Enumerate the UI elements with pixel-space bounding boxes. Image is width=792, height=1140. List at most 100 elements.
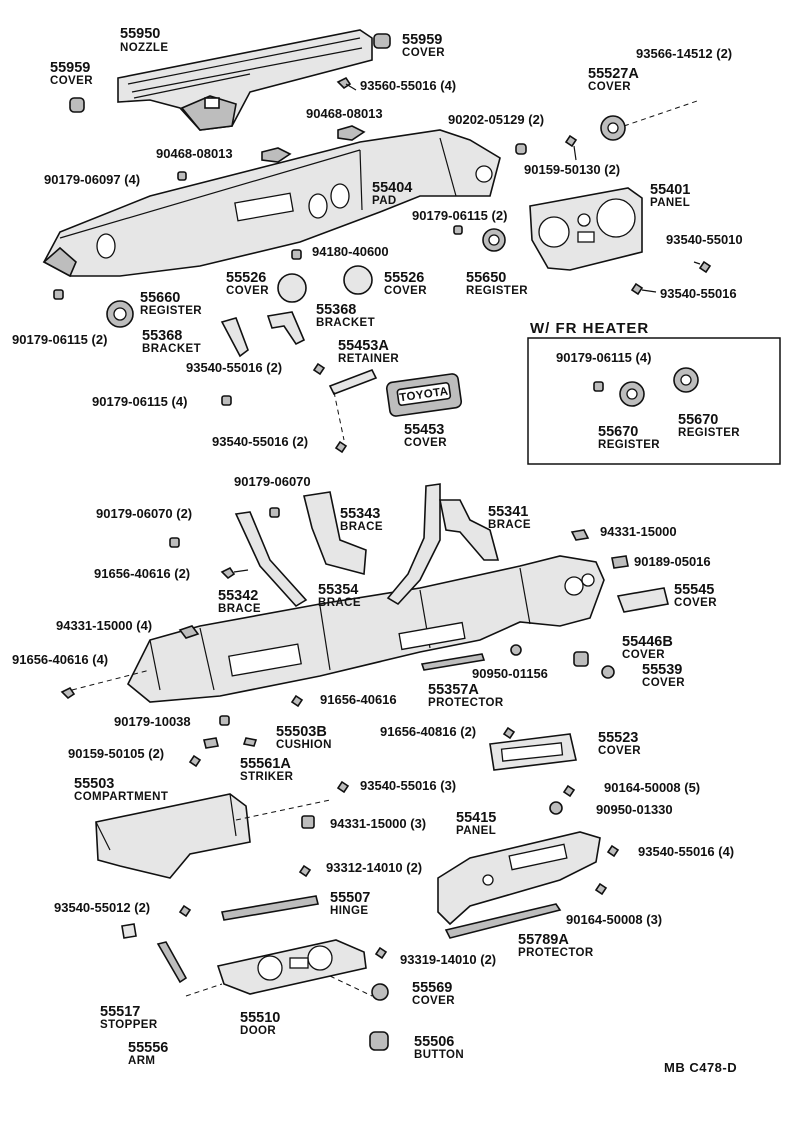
label-90164-50008-a: 90164-50008 (5) [604, 780, 700, 795]
label-55368-left: 55368 BRACKET [142, 328, 201, 355]
label-55342-pn: 55342 [218, 588, 258, 604]
brace-55342 [234, 511, 308, 608]
label-90202: 90202-05129 (2) [448, 112, 544, 127]
label-55670b-name: REGISTER [678, 427, 740, 439]
screw-90164-50008-a [562, 784, 576, 798]
label-55527A: 55527A COVER [588, 66, 639, 93]
label-55503: 55503 COMPARTMENT [74, 776, 168, 803]
label-55446B: 55446B COVER [622, 634, 673, 661]
cover-55569-part [371, 983, 389, 1001]
label-90179-06115-c: 90179-06115 (4) [92, 394, 187, 409]
label-55561A-name: STRIKER [240, 771, 294, 783]
label-55526b-pn: 55526 [384, 270, 424, 286]
cover-55527A-part [600, 115, 626, 141]
label-55526b-name: COVER [384, 285, 427, 297]
label-55569-name: COVER [412, 995, 455, 1007]
bolt-91656-a [220, 566, 249, 580]
screw-90159-50105 [188, 754, 202, 768]
label-55556-pn: 55556 [128, 1040, 168, 1056]
brace-55343 [303, 491, 367, 576]
label-55415-pn: 55415 [456, 810, 496, 826]
label-93540-55016-a: 93540-55016 [660, 286, 737, 301]
bolt-91656-c [290, 694, 304, 708]
fr-heater-title: W/ FR HEATER [530, 320, 649, 337]
label-55507: 55507 HINGE [330, 890, 370, 917]
button-55506-part [369, 1031, 389, 1051]
label-55446B-pn: 55446B [622, 634, 673, 650]
clip-90179-10038 [219, 715, 230, 726]
label-55569: 55569 COVER [412, 980, 455, 1007]
clip-90179-06115 [453, 225, 463, 235]
label-91656-40816: 91656-40816 (2) [380, 724, 476, 739]
label-55539-name: COVER [642, 677, 685, 689]
label-93540-55010: 93540-55010 [666, 232, 743, 247]
label-55670-left: 55670 REGISTER [598, 424, 660, 451]
label-55523-pn: 55523 [598, 730, 638, 746]
label-93540-55016-e: 93540-55016 (4) [638, 844, 734, 859]
label-55341: 55341 BRACE [488, 504, 530, 531]
label-93560: 93560-55016 (4) [360, 78, 456, 93]
arm-55556-part [156, 941, 188, 984]
label-55526-left: 55526 COVER [226, 270, 269, 297]
label-55453A-pn: 55453A [338, 338, 389, 354]
label-55950-pn: 55950 [120, 26, 160, 42]
clip-90468-upper [337, 125, 366, 141]
label-93319: 93319-14010 (2) [400, 952, 496, 967]
cover-plug-right [373, 33, 391, 49]
hinge-55507-part [221, 895, 319, 921]
label-90950-01330: 90950-01330 [596, 802, 673, 817]
label-55453-pn: 55453 [404, 422, 444, 438]
label-55453: 55453 COVER [404, 422, 447, 449]
retainer-55453A-part [328, 368, 378, 396]
label-55526-right: 55526 COVER [384, 270, 427, 297]
label-55503-name: COMPARTMENT [74, 791, 168, 803]
glove-compartment-part [95, 793, 251, 879]
label-90189: 90189-05016 [634, 554, 711, 569]
label-55401-pn: 55401 [650, 182, 690, 198]
screw-93540-55016-d [336, 780, 350, 794]
label-55343-name: BRACE [340, 521, 383, 533]
screw-93540-55010 [693, 260, 712, 274]
label-55523: 55523 COVER [598, 730, 641, 757]
label-90179-06097: 90179-06097 (4) [44, 172, 140, 187]
label-94180: 94180-40600 [312, 244, 389, 259]
clip-90179-06097 [177, 171, 187, 181]
label-55670a-pn: 55670 [598, 424, 638, 440]
label-55507-name: HINGE [330, 905, 368, 917]
pad-part [42, 129, 501, 278]
label-55503B-name: CUSHION [276, 739, 332, 751]
cover-55526-left-part [277, 273, 307, 303]
label-55503B-pn: 55503B [276, 724, 327, 740]
label-93540-55016-c: 93540-55016 (2) [212, 434, 308, 449]
label-55517-pn: 55517 [100, 1004, 140, 1020]
label-55368a-name: BRACKET [316, 317, 375, 329]
label-90164-50008-b: 90164-50008 (3) [566, 912, 662, 927]
label-55789A-pn: 55789A [518, 932, 569, 948]
label-55517: 55517 STOPPER [100, 1004, 157, 1031]
label-55789A: 55789A PROTECTOR [518, 932, 594, 959]
label-55354-pn: 55354 [318, 582, 358, 598]
label-55357A-name: PROTECTOR [428, 697, 504, 709]
label-55789A-name: PROTECTOR [518, 947, 594, 959]
reinforcement-frame [126, 555, 605, 703]
clip-90179-06115-c [221, 395, 232, 406]
label-55453-name: COVER [404, 437, 447, 449]
clip-94180 [291, 249, 302, 260]
label-55368b-name: BRACKET [142, 343, 201, 355]
label-55510-pn: 55510 [240, 1010, 280, 1026]
label-55343: 55343 BRACE [340, 506, 383, 533]
label-55510-name: DOOR [240, 1025, 276, 1037]
label-90179-06115-b: 90179-06115 (2) [12, 332, 107, 347]
screw-93540-55016-c [334, 440, 348, 454]
label-93312: 93312-14010 (2) [326, 860, 422, 875]
label-55415: 55415 PANEL [456, 810, 496, 837]
label-55959a-name: COVER [50, 75, 93, 87]
label-55341-pn: 55341 [488, 504, 528, 520]
clip-94331-b [178, 625, 200, 639]
reference-code: MB C478-D [664, 1060, 737, 1075]
label-55959b-pn: 55959 [402, 32, 442, 48]
label-55503-pn: 55503 [74, 776, 114, 792]
label-55660-name: REGISTER [140, 305, 202, 317]
label-55368a-pn: 55368 [316, 302, 356, 318]
